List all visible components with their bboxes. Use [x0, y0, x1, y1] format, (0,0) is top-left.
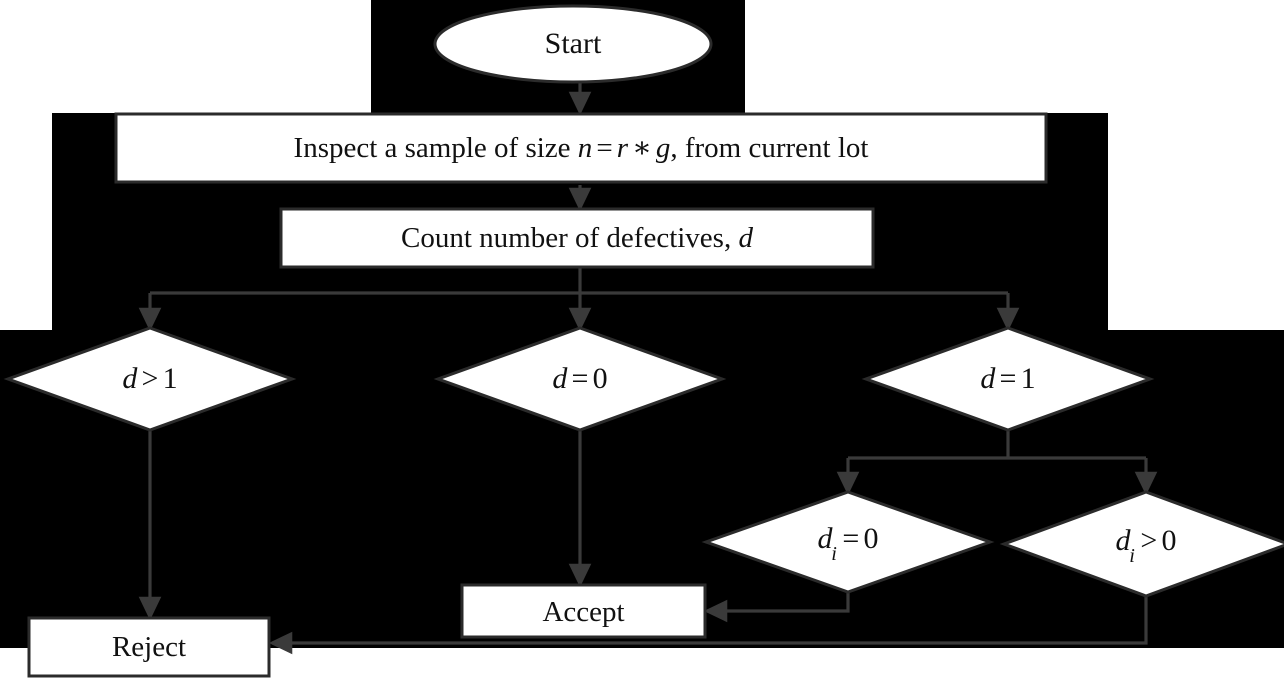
edge-di-gt-0-to-reject: [268, 596, 1148, 655]
node-shapes: [3, 4, 1284, 678]
node-inspect-shape[interactable]: [114, 112, 1048, 184]
node-start-shape[interactable]: [433, 4, 713, 84]
node-d-eq-0-shape[interactable]: [433, 326, 727, 432]
connectors: [138, 79, 1158, 655]
node-di-gt-0-shape[interactable]: [999, 490, 1284, 598]
node-count-shape[interactable]: [279, 207, 875, 269]
node-d-gt-1-shape[interactable]: [3, 326, 297, 432]
node-accept-shape[interactable]: [460, 583, 707, 639]
node-reject-shape[interactable]: [27, 616, 271, 678]
edge-di-eq-0-to-accept: [703, 592, 850, 623]
node-d-eq-1-shape[interactable]: [861, 326, 1155, 432]
node-di-eq-0-shape[interactable]: [701, 490, 995, 594]
